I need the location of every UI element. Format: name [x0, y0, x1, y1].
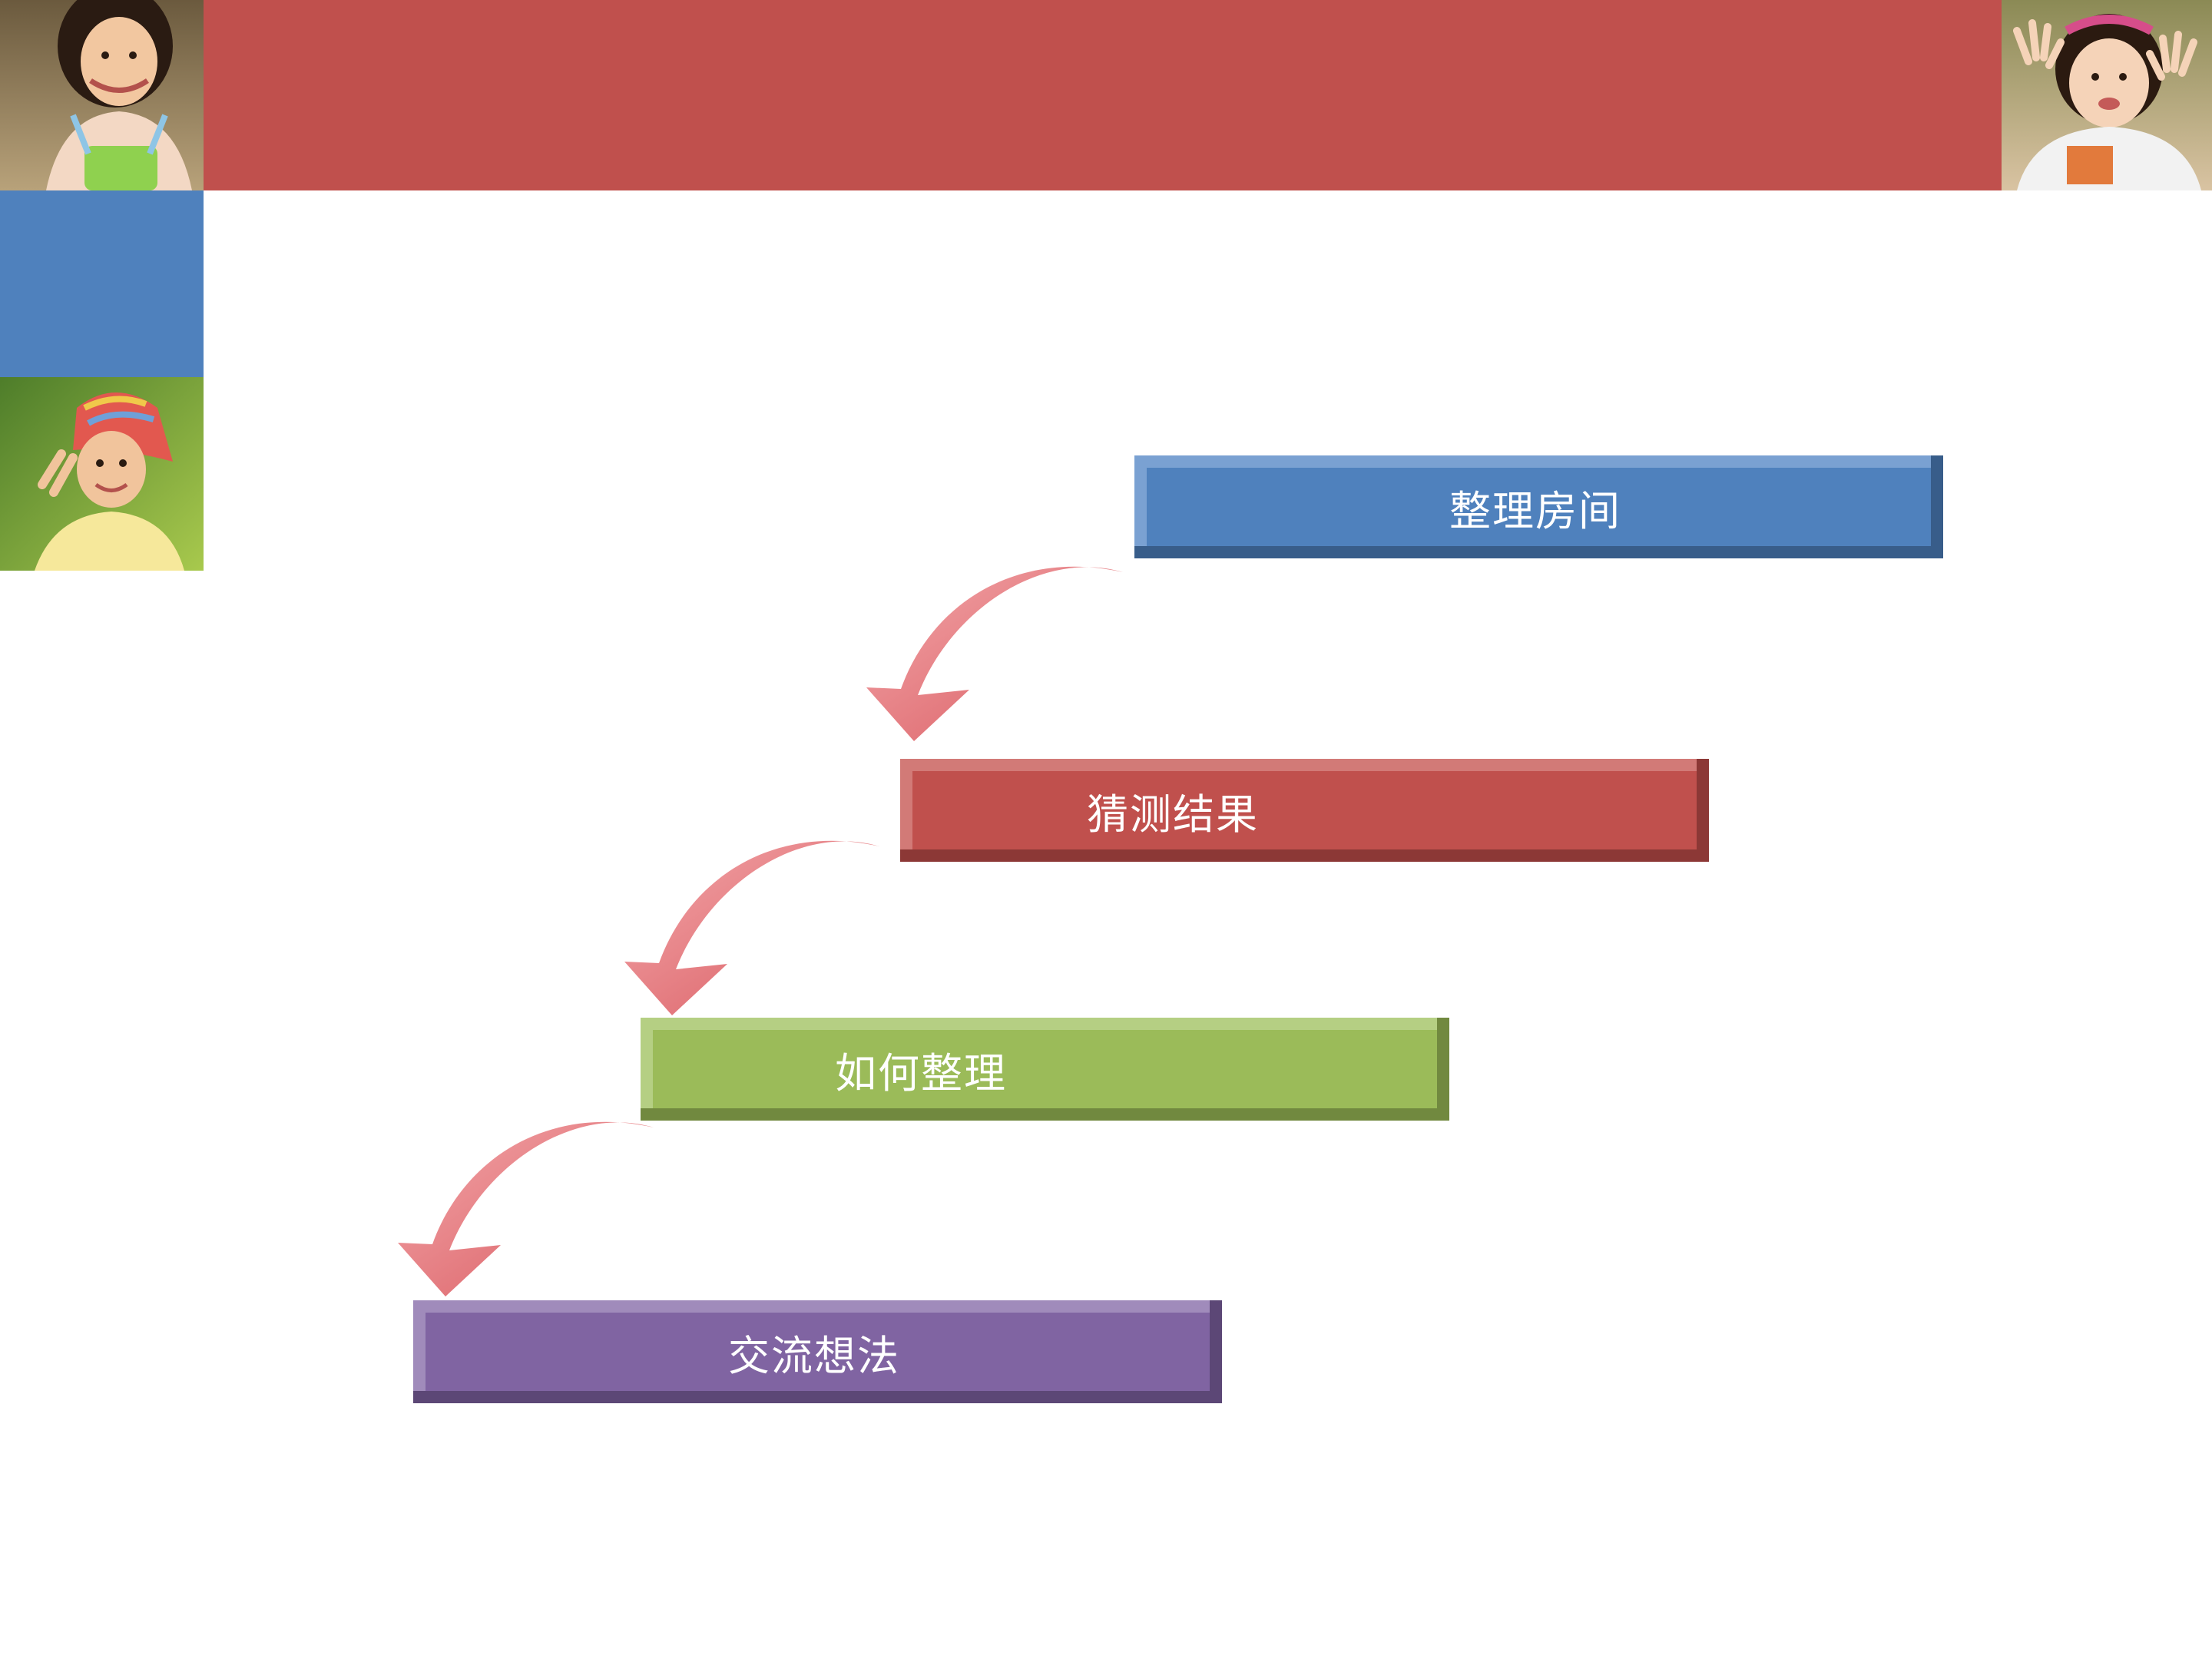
step-label: 整理房间 [1449, 486, 1621, 535]
girl-waving-hands-photo [2002, 0, 2212, 190]
header-band [204, 0, 2002, 190]
step-label: 交流想法 [728, 1331, 900, 1380]
step-tidy-room: 整理房间 [1134, 455, 1943, 558]
step-guess-result: 猜测结果 [900, 759, 1709, 862]
child-in-hat-photo [0, 377, 204, 571]
step-share-ideas: 交流想法 [413, 1300, 1222, 1403]
curved-arrow-icon [624, 840, 879, 1015]
curved-arrow-icon [866, 566, 1123, 741]
step-label: 如何整理 [835, 1048, 1007, 1098]
girl-with-watering-can-photo [0, 0, 204, 190]
side-tile-blue [0, 190, 204, 377]
step-how-to-tidy: 如何整理 [641, 1018, 1449, 1121]
step-label: 猜测结果 [1087, 790, 1259, 839]
curved-arrow-icon [398, 1121, 654, 1296]
